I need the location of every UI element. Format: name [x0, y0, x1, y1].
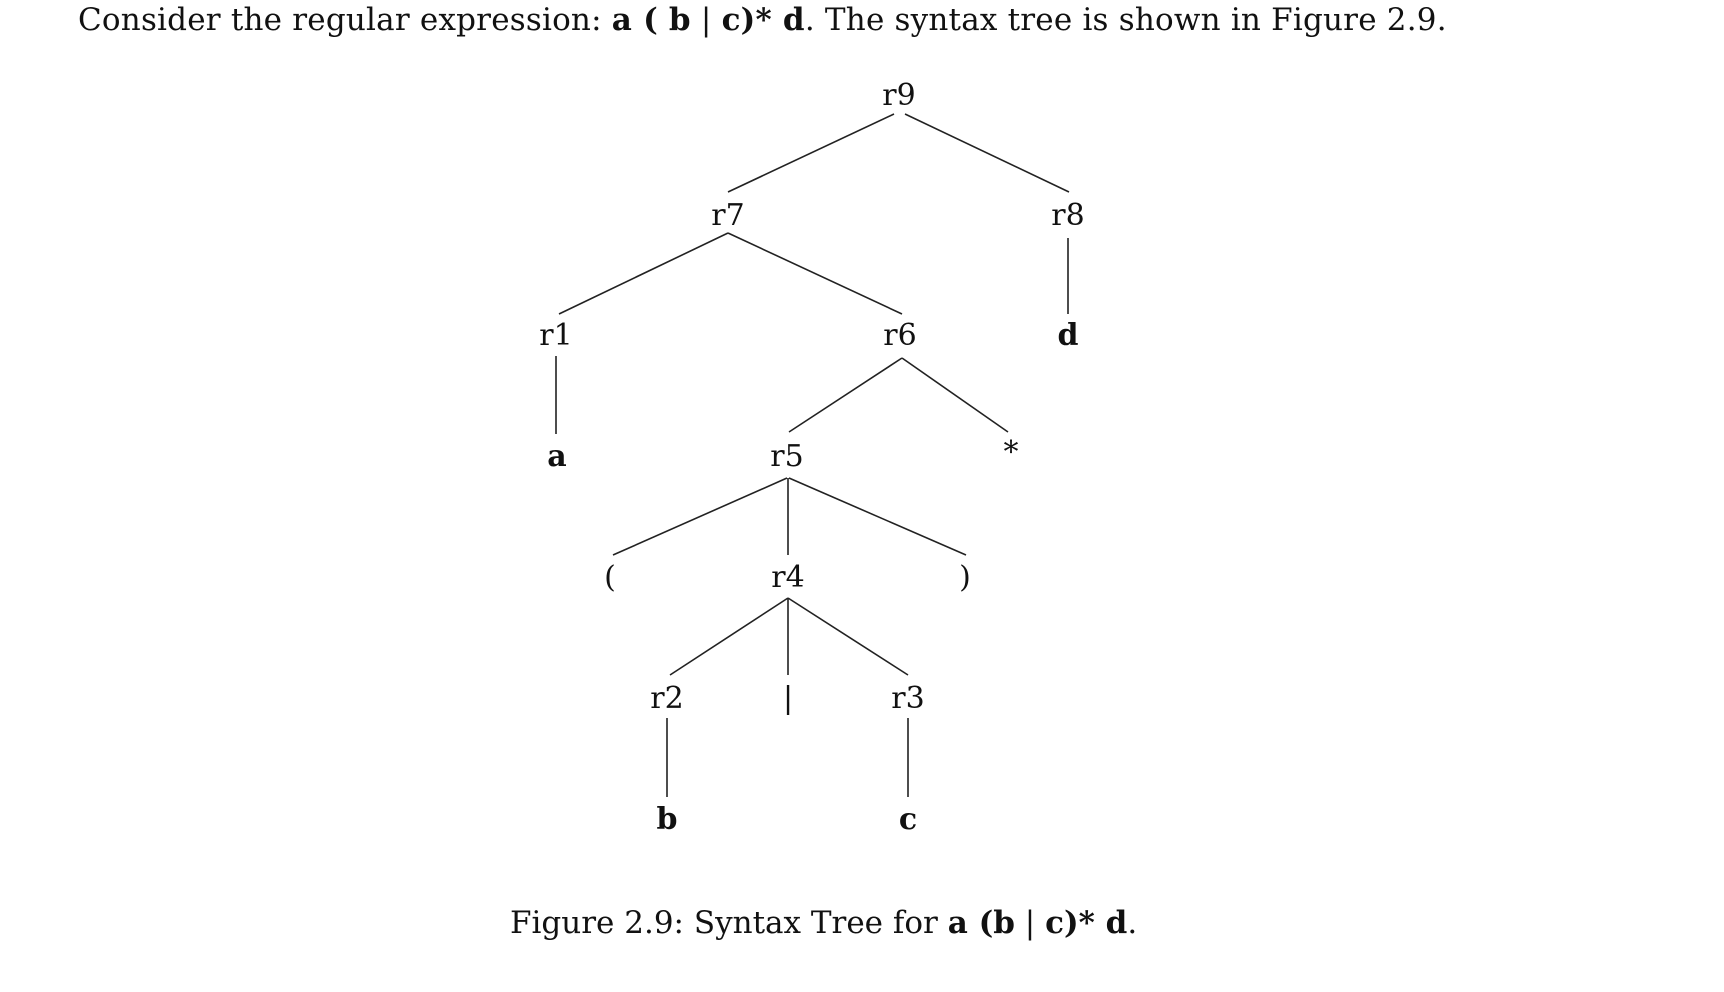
intro-sentence: Consider the regular expression: a ( b |…	[78, 2, 1447, 38]
node-r5: r5	[770, 439, 803, 474]
node-r4: r4	[771, 560, 804, 595]
caption-regex-part-2: c)* d	[1045, 905, 1128, 941]
node-c: c	[899, 802, 917, 837]
node-r2: r2	[650, 681, 683, 716]
node-r9: r9	[882, 78, 915, 113]
intro-regex-part-1: a ( b	[611, 2, 691, 38]
edge-r5-lparen	[612, 477, 788, 556]
edge-r6-r5	[788, 357, 903, 433]
node-r1: r1	[539, 318, 572, 353]
edge-r7-r1	[558, 232, 729, 315]
node-a: a	[547, 439, 566, 474]
intro-suffix: . The syntax tree is shown in Figure 2.9…	[804, 2, 1447, 38]
edge-r9-r8	[904, 113, 1070, 193]
edge-r5-rparen	[788, 477, 967, 556]
caption-suffix: .	[1127, 905, 1138, 941]
intro-regex-part-2: c)* d	[721, 2, 805, 38]
edge-r7-r6	[727, 232, 903, 315]
node-r3: r3	[891, 681, 924, 716]
caption-regex-part-1: a (b	[947, 905, 1015, 941]
node-right-paren: )	[959, 560, 971, 595]
caption-prefix: Figure 2.9: Syntax Tree for	[510, 905, 948, 941]
node-star: *	[1004, 435, 1019, 470]
node-r7: r7	[711, 198, 744, 233]
edge-r9-r7	[727, 113, 895, 193]
edge-r4-r2	[669, 597, 789, 676]
node-r6: r6	[883, 318, 916, 353]
intro-regex-bar: |	[690, 2, 722, 38]
intro-prefix: Consider the regular expression:	[78, 2, 612, 38]
figure-caption: Figure 2.9: Syntax Tree for a (b | c)* d…	[510, 905, 1137, 941]
node-r8: r8	[1051, 198, 1084, 233]
edge-r4-r3	[787, 597, 909, 676]
node-bar: |	[783, 681, 793, 716]
node-d: d	[1058, 318, 1079, 353]
edge-r6-star	[901, 357, 1009, 433]
node-b: b	[657, 802, 678, 837]
node-left-paren: (	[604, 560, 616, 595]
caption-regex-bar: |	[1014, 905, 1046, 941]
